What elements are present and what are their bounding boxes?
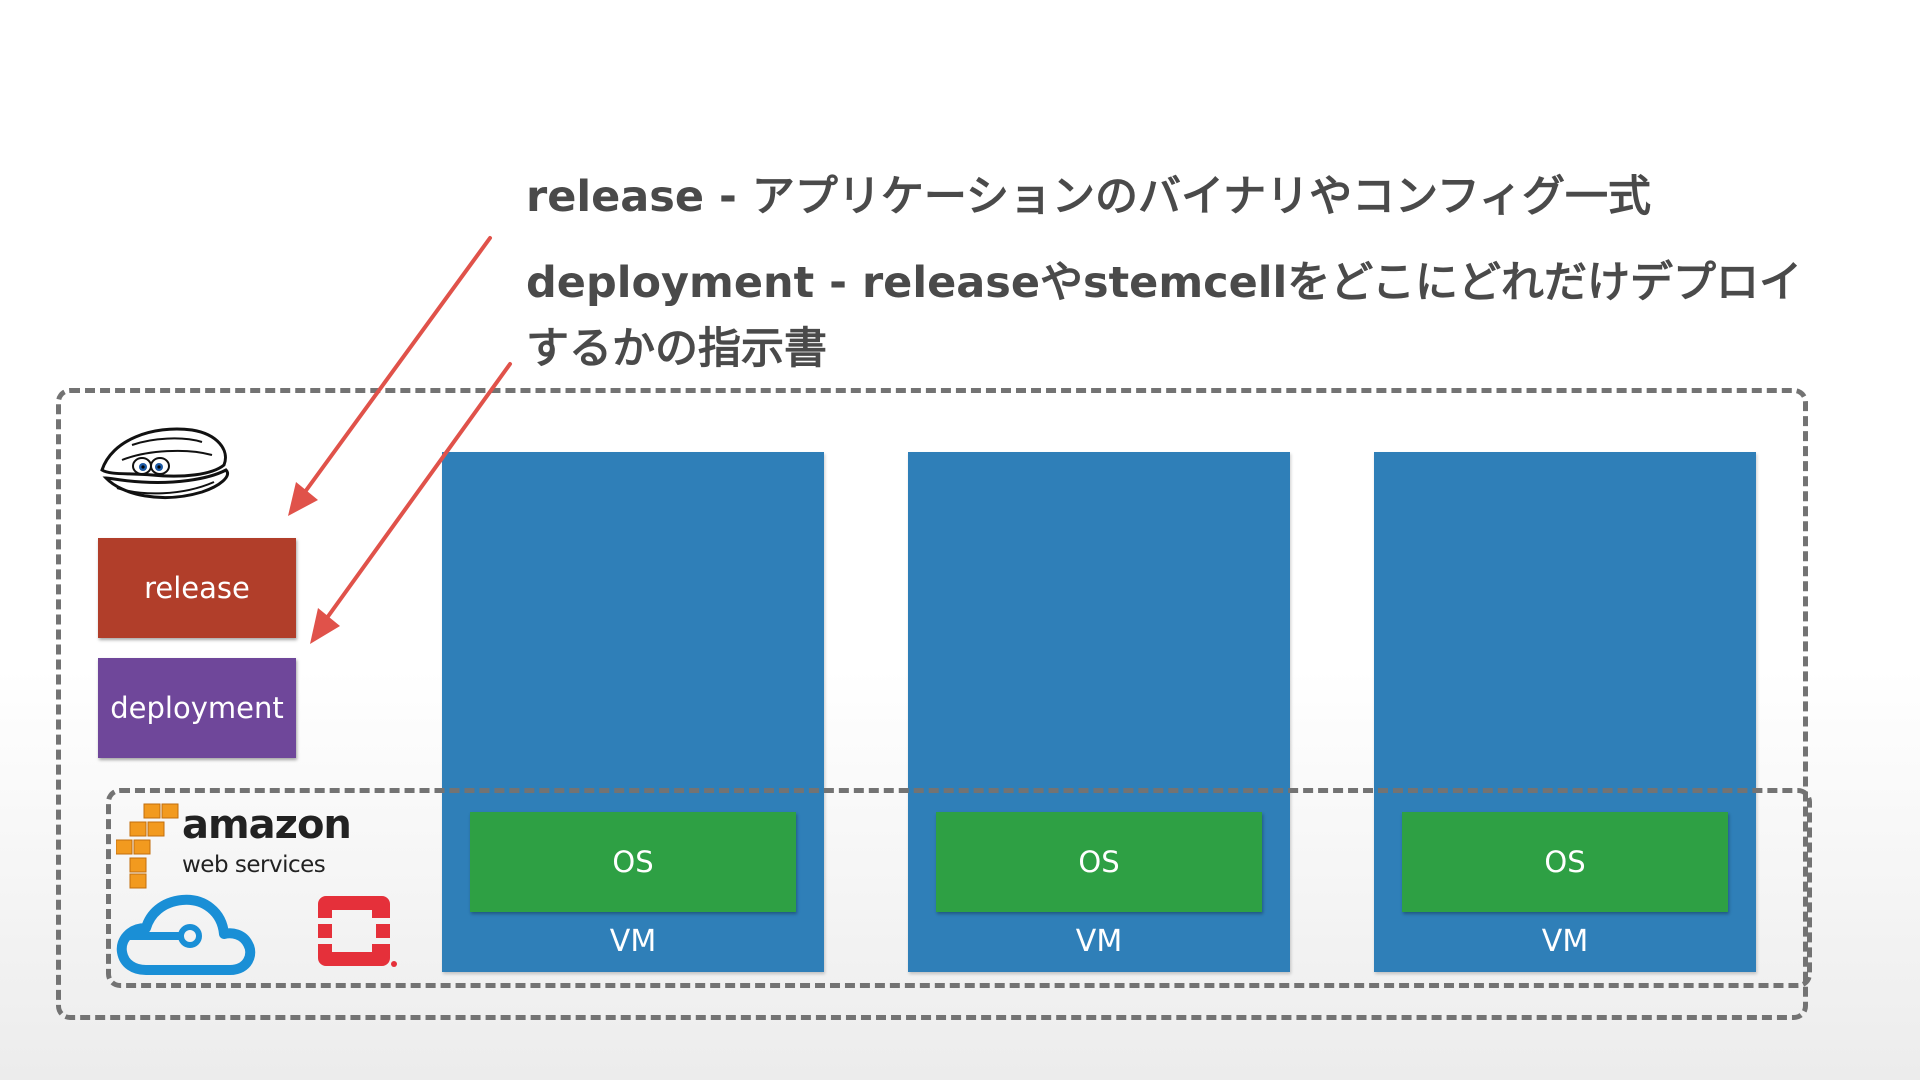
os-box: OS (936, 812, 1262, 912)
vm-label: VM (1374, 924, 1756, 959)
aws-logo-subtext: web services (182, 852, 325, 878)
vm-box: OS VM (908, 452, 1290, 972)
deployment-box-label: deployment (110, 691, 283, 725)
azure-cloud-icon (116, 884, 256, 984)
os-label: OS (1544, 845, 1585, 879)
headline-release: release - アプリケーションのバイナリやコンフィグ一式 (526, 168, 1651, 226)
vm-box: OS VM (1374, 452, 1756, 972)
os-box: OS (470, 812, 796, 912)
vm-box: OS VM (442, 452, 824, 972)
deployment-box: deployment (98, 658, 296, 758)
vm-label: VM (908, 924, 1290, 959)
headline-deployment-cont: するかの指示書 (526, 320, 827, 378)
aws-cubes-icon (116, 800, 182, 890)
os-label: OS (1078, 845, 1119, 879)
aws-logo-text: amazon (182, 802, 351, 848)
headline-deployment: deployment - releaseやstemcellをどこにどれだけデプロ… (526, 254, 1802, 312)
openstack-icon (314, 894, 398, 970)
vm-label: VM (442, 924, 824, 959)
os-box: OS (1402, 812, 1728, 912)
aws-logo: amazon web services (116, 800, 340, 890)
release-box: release (98, 538, 296, 638)
release-box-label: release (144, 571, 250, 605)
bosh-clam-mascot-icon (92, 420, 234, 510)
os-label: OS (612, 845, 653, 879)
